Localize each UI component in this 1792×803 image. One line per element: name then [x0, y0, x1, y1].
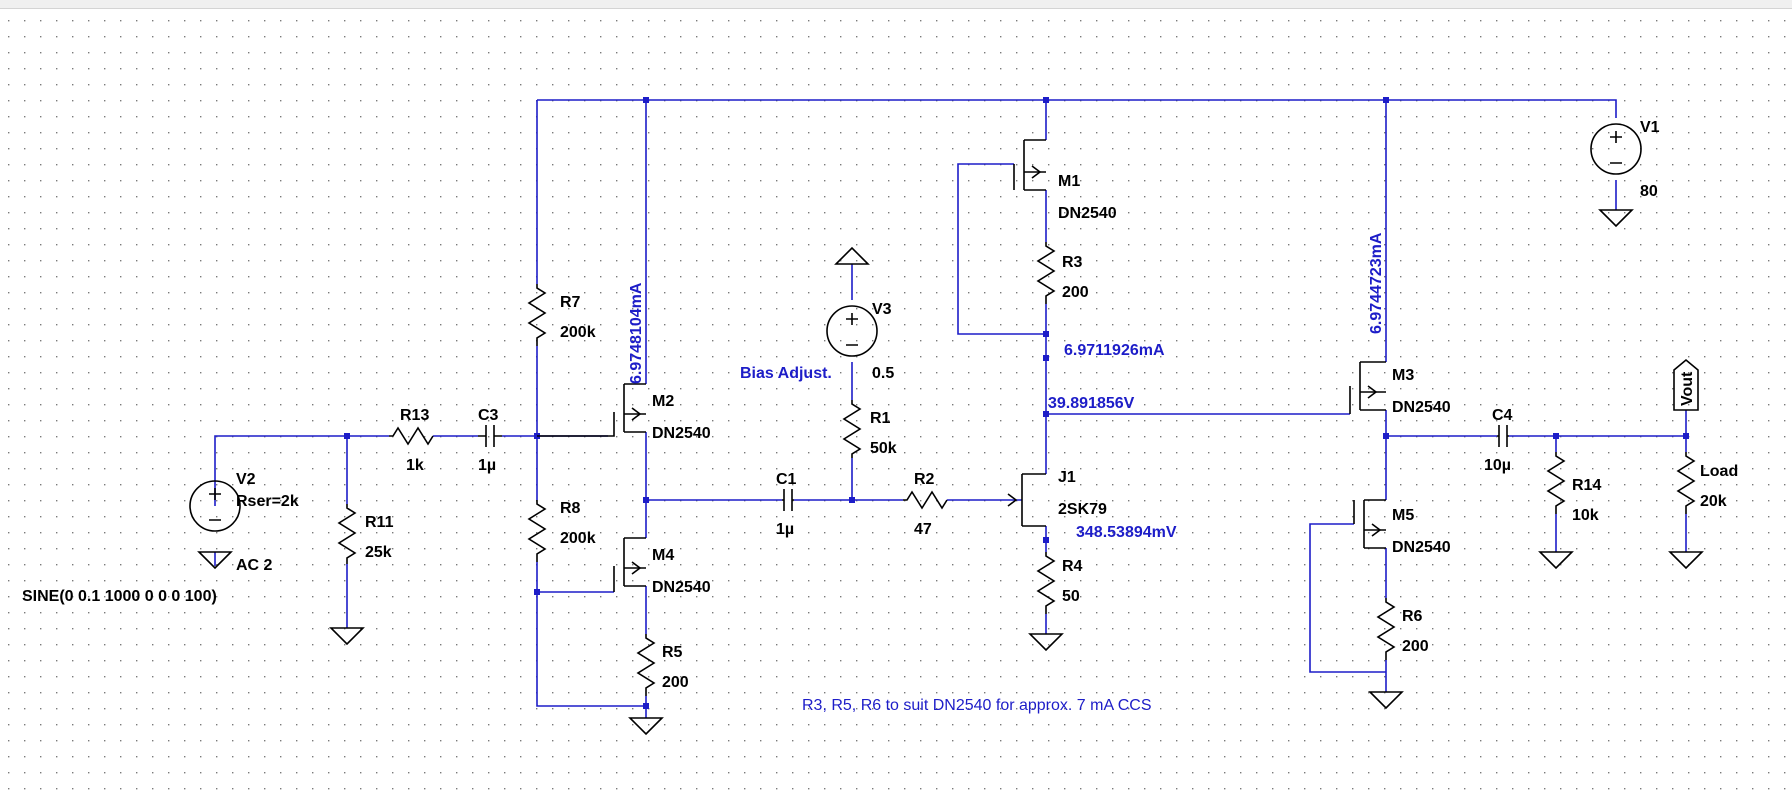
- r14-resistor[interactable]: [1546, 452, 1566, 514]
- j1-name: J1: [1058, 469, 1076, 486]
- r8-value: 200k: [560, 530, 596, 547]
- r5-name: R5: [662, 644, 683, 661]
- r4-value: 50: [1062, 588, 1080, 605]
- grid-dots: [0, 9, 1792, 803]
- m2-name: M2: [652, 393, 674, 410]
- v1-name: V1: [1640, 119, 1660, 136]
- m3-model: DN2540: [1392, 399, 1451, 416]
- m5-name: M5: [1392, 507, 1414, 524]
- m4-name: M4: [652, 547, 674, 564]
- v2-voltage-source[interactable]: [189, 480, 241, 532]
- v1-voltage-source[interactable]: [1590, 123, 1642, 175]
- r11-name: R11: [365, 514, 394, 531]
- c4-value: 10µ: [1484, 457, 1511, 474]
- labels: V1 80 V2 Rser=2k AC 2 SINE(0 0.1 1000 0 …: [22, 119, 1738, 714]
- r14-name: R14: [1572, 477, 1601, 494]
- r13-resistor[interactable]: [389, 426, 434, 446]
- r6-value: 200: [1402, 638, 1429, 655]
- supply-arrow-icon: [834, 246, 870, 265]
- v3-value: 0.5: [872, 365, 894, 382]
- r2-value: 47: [914, 521, 932, 538]
- r13-name: R13: [400, 407, 429, 424]
- r1-value: 50k: [870, 440, 897, 457]
- m2-mosfet[interactable]: [537, 383, 646, 437]
- r11-value: 25k: [365, 544, 392, 561]
- c4-capacitor[interactable]: [1497, 425, 1509, 447]
- v1-value: 80: [1640, 183, 1658, 200]
- r5-resistor[interactable]: [636, 634, 656, 696]
- r2-resistor[interactable]: [903, 490, 948, 510]
- c3-name: C3: [478, 407, 499, 424]
- r3-resistor[interactable]: [1036, 242, 1056, 304]
- load-value: 20k: [1700, 493, 1727, 510]
- m3-current-readout: 6.9744723mA: [1368, 232, 1385, 334]
- r14-value: 10k: [1572, 507, 1599, 524]
- r4-name: R4: [1062, 558, 1083, 575]
- wires: [214, 99, 1687, 718]
- c4-name: C4: [1492, 407, 1513, 424]
- source-voltage-readout: 348.53894mV: [1076, 524, 1177, 541]
- r7-value: 200k: [560, 324, 596, 341]
- j1-model: 2SK79: [1058, 501, 1107, 518]
- m1-name: M1: [1058, 173, 1080, 190]
- m3-mosfet[interactable]: [1349, 361, 1386, 414]
- v2-name: V2: [236, 471, 256, 488]
- r3-value: 200: [1062, 284, 1089, 301]
- c1-name: C1: [776, 471, 797, 488]
- r7-resistor[interactable]: [527, 284, 547, 346]
- m1-mosfet[interactable]: [1013, 139, 1046, 191]
- bias-adjust-label: Bias Adjust.: [740, 365, 832, 382]
- m4-model: DN2540: [652, 579, 711, 596]
- r2-name: R2: [914, 471, 935, 488]
- design-note: R3, R5, R6 to suit DN2540 for approx. 7 …: [802, 697, 1151, 714]
- v3-name: V3: [872, 301, 892, 318]
- m5-model: DN2540: [1392, 539, 1451, 556]
- v2-param: Rser=2k: [236, 493, 299, 510]
- m2-model: DN2540: [652, 425, 711, 442]
- v3-voltage-source[interactable]: [826, 305, 878, 357]
- v2-sine: SINE(0 0.1 1000 0 0 0 100): [22, 588, 217, 605]
- vout-label: Vout: [1679, 371, 1696, 406]
- m1-model: DN2540: [1058, 205, 1117, 222]
- r7-name: R7: [560, 294, 581, 311]
- j1-jfet[interactable]: [1007, 473, 1046, 527]
- junction-dots: [344, 97, 1689, 709]
- m3-name: M3: [1392, 367, 1414, 384]
- r6-resistor[interactable]: [1376, 598, 1396, 660]
- m2-current-readout: 6.9748104mA: [628, 282, 645, 384]
- r4-resistor[interactable]: [1036, 552, 1056, 614]
- load-resistor[interactable]: [1676, 452, 1696, 514]
- c3-value: 1µ: [478, 457, 496, 474]
- r8-resistor[interactable]: [527, 500, 547, 562]
- c3-capacitor[interactable]: [478, 425, 502, 447]
- m5-mosfet[interactable]: [1353, 499, 1386, 549]
- c1-capacitor[interactable]: [782, 489, 794, 511]
- m4-mosfet[interactable]: [613, 537, 646, 592]
- drain-voltage-readout: 39.891856V: [1048, 395, 1135, 412]
- r8-name: R8: [560, 500, 581, 517]
- r13-value: 1k: [406, 457, 424, 474]
- r3-name: R3: [1062, 254, 1083, 271]
- r1-name: R1: [870, 410, 891, 427]
- r5-value: 200: [662, 674, 689, 691]
- toolbar-strip: [0, 0, 1792, 9]
- r1-resistor[interactable]: [842, 400, 862, 458]
- r3-current-readout: 6.9711926mA: [1064, 342, 1165, 359]
- r11-resistor[interactable]: [337, 504, 357, 564]
- ground-icon: [197, 209, 1704, 736]
- load-name: Load: [1700, 463, 1738, 480]
- vout-net-flag[interactable]: [1673, 358, 1699, 411]
- r6-name: R6: [1402, 608, 1423, 625]
- v2-ac: AC 2: [236, 557, 273, 574]
- c1-value: 1µ: [776, 521, 794, 538]
